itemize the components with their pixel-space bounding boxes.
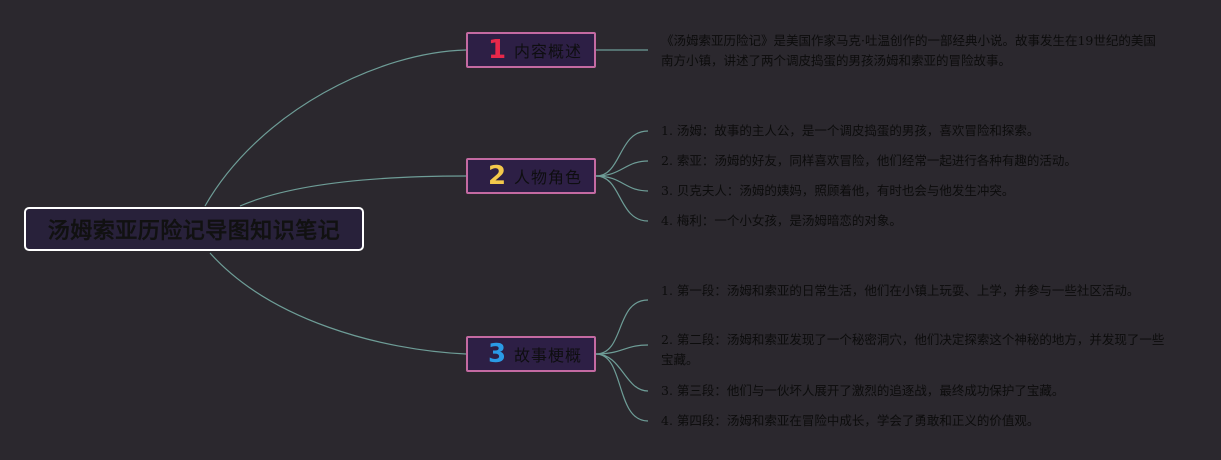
leaf-plot-3: 3. 第三段：他们与一伙坏人展开了激烈的追逐战，最终成功保护了宝藏。 bbox=[661, 383, 1065, 398]
number-1-icon: 1 bbox=[487, 35, 507, 65]
connector-branch-2-leaf-1 bbox=[595, 130, 649, 177]
number-3-icon: 3 bbox=[487, 339, 507, 369]
branch-characters[interactable]: 2 人物角色 bbox=[466, 158, 596, 194]
leaf-character-3: 3. 贝克夫人：汤姆的姨妈，照顾着他，有时也会与他发生冲突。 bbox=[661, 183, 1015, 198]
leaf-character-1: 1. 汤姆：故事的主人公，是一个调皮捣蛋的男孩，喜欢冒险和探索。 bbox=[661, 123, 1040, 138]
leaf-character-4: 4. 梅利：一个小女孩，是汤姆暗恋的对象。 bbox=[661, 213, 902, 228]
connector-branch-2-leaf-2 bbox=[595, 160, 649, 177]
branch-content-overview[interactable]: 1 内容概述 bbox=[466, 32, 596, 68]
leaf-character-2: 2. 索亚：汤姆的好友，同样喜欢冒险，他们经常一起进行各种有趣的活动。 bbox=[661, 153, 1077, 168]
connector-branch-3-leaf-1 bbox=[595, 299, 649, 355]
connector-root-branch-3 bbox=[209, 252, 467, 355]
leaf-plot-1: 1. 第一段：汤姆和索亚的日常生活，他们在小镇上玩耍、上学，并参与一些社区活动。 bbox=[661, 283, 1140, 298]
connector-branch-3-leaf-2 bbox=[595, 344, 649, 355]
branch-label: 人物角色 bbox=[514, 168, 583, 187]
root-title: 汤姆索亚历险记导图知识笔记 bbox=[47, 219, 341, 244]
connector-root-branch-1 bbox=[204, 49, 467, 207]
leaf-plot-4: 4. 第四段：汤姆和索亚在冒险中成长，学会了勇敢和正义的价值观。 bbox=[661, 413, 1040, 428]
branch-label: 故事梗概 bbox=[514, 346, 583, 365]
branch-plot-summary[interactable]: 3 故事梗概 bbox=[466, 336, 596, 372]
connector-branch-2-leaf-4 bbox=[595, 175, 649, 222]
branch-label: 内容概述 bbox=[514, 42, 583, 61]
connector-root-branch-2 bbox=[239, 175, 467, 207]
connector-branch-3-leaf-3 bbox=[595, 353, 649, 392]
connector-branch-3-leaf-4 bbox=[595, 353, 649, 422]
leaf-plot-2: 2. 第二段：汤姆和索亚发现了一个秘密洞穴，他们决定探索这个神秘的地方，并发现了… bbox=[661, 332, 1165, 367]
number-2-icon: 2 bbox=[487, 161, 507, 191]
connector-branch-2-leaf-3 bbox=[595, 175, 649, 192]
leaf-overview-text: 《汤姆索亚历险记》是美国作家马克·吐温创作的一部经典小说。故事发生在19世纪的美… bbox=[661, 33, 1156, 68]
root-topic[interactable]: 汤姆索亚历险记导图知识笔记 bbox=[24, 207, 364, 251]
